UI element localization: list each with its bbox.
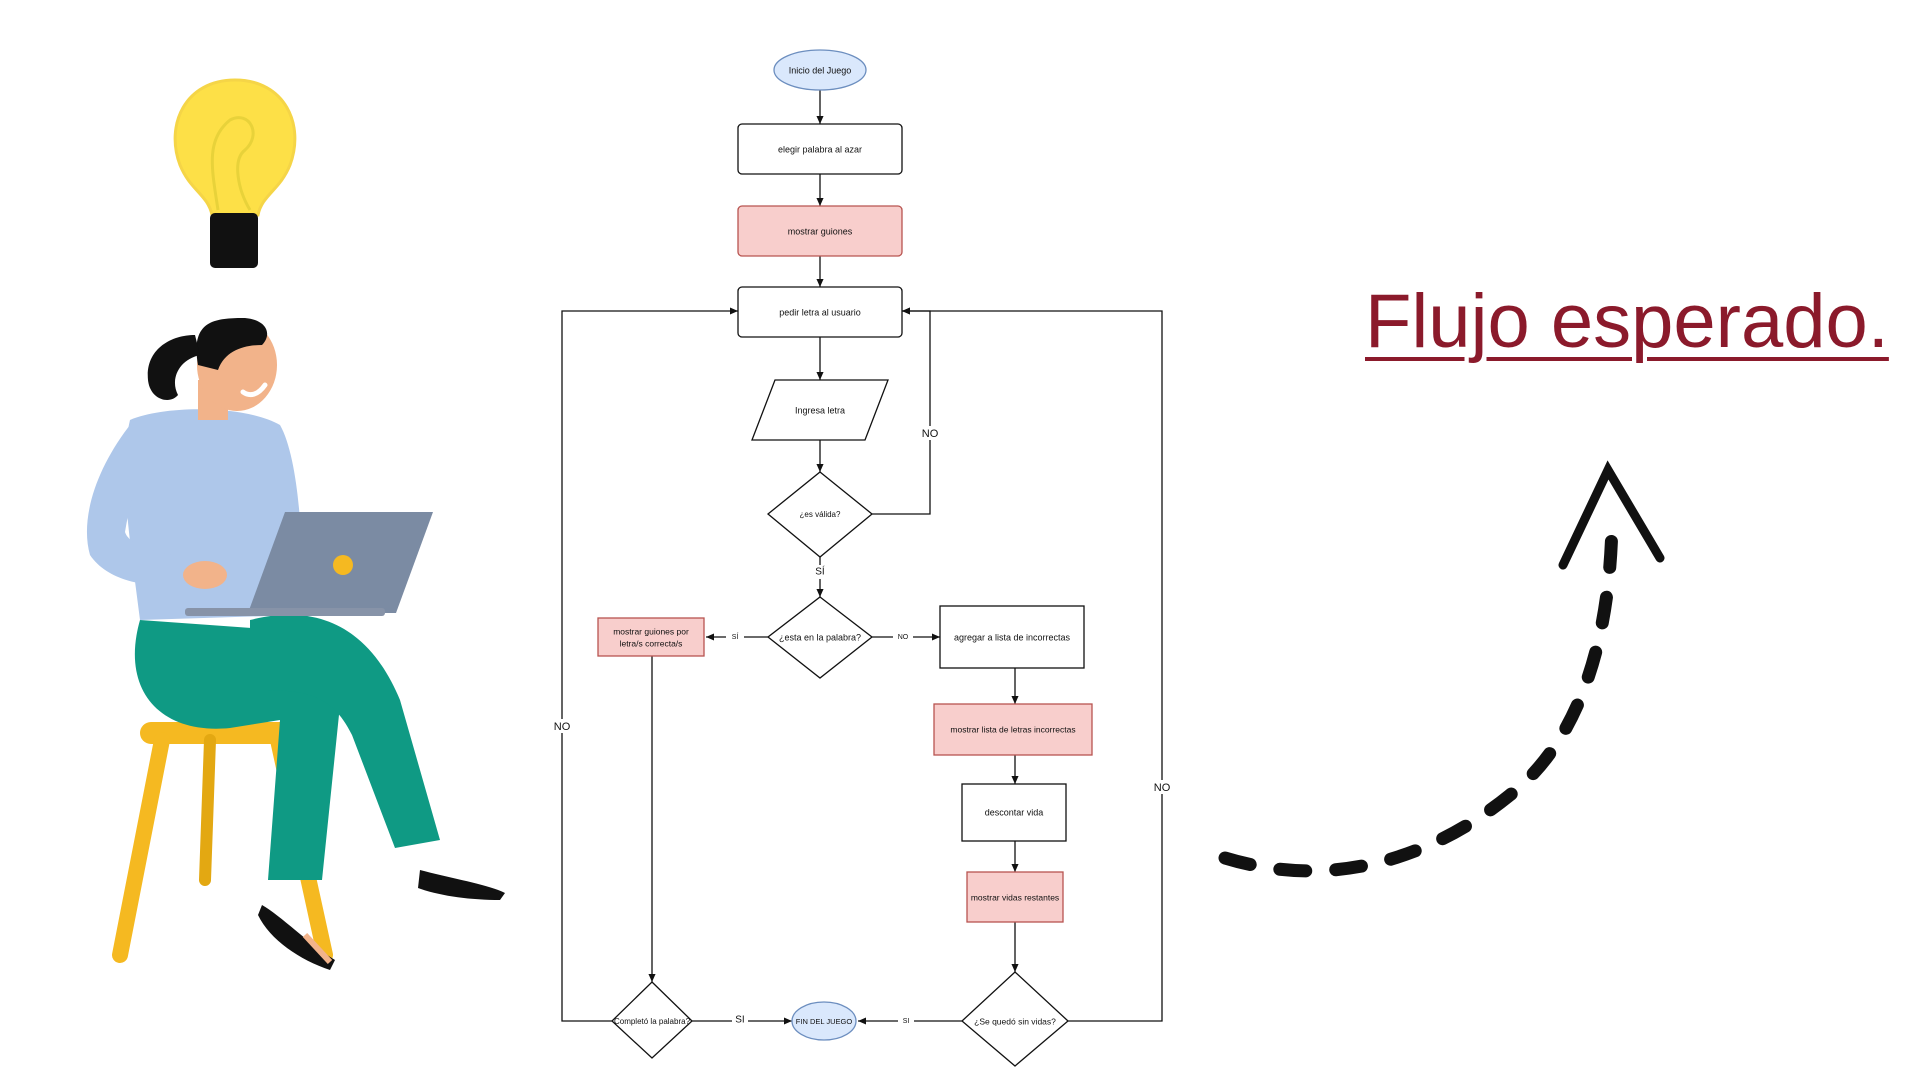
pick-word-node (737, 123, 903, 175)
ask-letter-label: pedir letra al usuario (779, 307, 861, 317)
start-node (773, 49, 867, 91)
input-letter-label: Ingresa letra (795, 405, 845, 415)
start-label: Inicio del Juego (789, 65, 852, 75)
slide-heading: Flujo esperado. (1365, 279, 1889, 364)
end-label: FIN DEL JUEGO (796, 1017, 853, 1026)
end-node (791, 1001, 857, 1041)
flowchart (561, 49, 1163, 1067)
edge-labels: NO SÍ SÍ NO NO NO SI SI (549, 426, 1175, 1028)
add-incorrect-node (939, 605, 1085, 669)
flowchart-labels: Inicio del Juego elegir palabra al azar … (613, 65, 1075, 1026)
lose-life-node (961, 783, 1067, 842)
no-lives-node (961, 971, 1069, 1067)
show-incorrect-node (933, 703, 1093, 756)
valid-no-label: NO (922, 428, 939, 440)
in-word-yes-label: SÍ (732, 632, 739, 641)
show-incorrect-label: mostrar lista de letras incorrectas (950, 724, 1075, 734)
show-correct-node (597, 617, 705, 657)
in-word-no-label: NO (898, 634, 909, 641)
complete-yes-label: SI (735, 1015, 744, 1026)
complete-no-label: NO (554, 721, 571, 733)
input-letter-node (751, 379, 889, 441)
woman-with-laptop-illustration (86, 318, 505, 970)
ask-letter-node (737, 286, 903, 338)
pick-word-label: elegir palabra al azar (778, 144, 862, 154)
show-lives-node (966, 871, 1064, 923)
show-correct-label-2: letra/s correcta/s (620, 638, 683, 648)
word-complete-label: Completó la palabra? (614, 1017, 691, 1026)
add-incorrect-label: agregar a lista de incorrectas (954, 632, 1071, 642)
lives-yes-label: SI (903, 1018, 910, 1025)
show-correct-label-1: mostrar guiones por (613, 626, 689, 636)
show-lives-label: mostrar vidas restantes (971, 892, 1059, 902)
show-dashes-label: mostrar guiones (788, 226, 853, 236)
lose-life-label: descontar vida (985, 807, 1044, 817)
lightbulb-icon (173, 78, 297, 268)
laptop-icon (185, 512, 433, 616)
is-valid-label: ¿es válida? (800, 510, 841, 519)
dashed-curved-arrow-icon (1218, 460, 1665, 878)
in-word-label: ¿esta en la palabra? (779, 632, 861, 642)
valid-yes-label: SÍ (815, 565, 825, 578)
show-dashes-node (737, 205, 903, 257)
word-complete-node (611, 981, 693, 1059)
no-lives-label: ¿Se quedó sin vidas? (974, 1016, 1056, 1026)
in-word-node (766, 596, 874, 679)
lives-no-label: NO (1154, 782, 1171, 794)
is-valid-node (766, 471, 874, 558)
